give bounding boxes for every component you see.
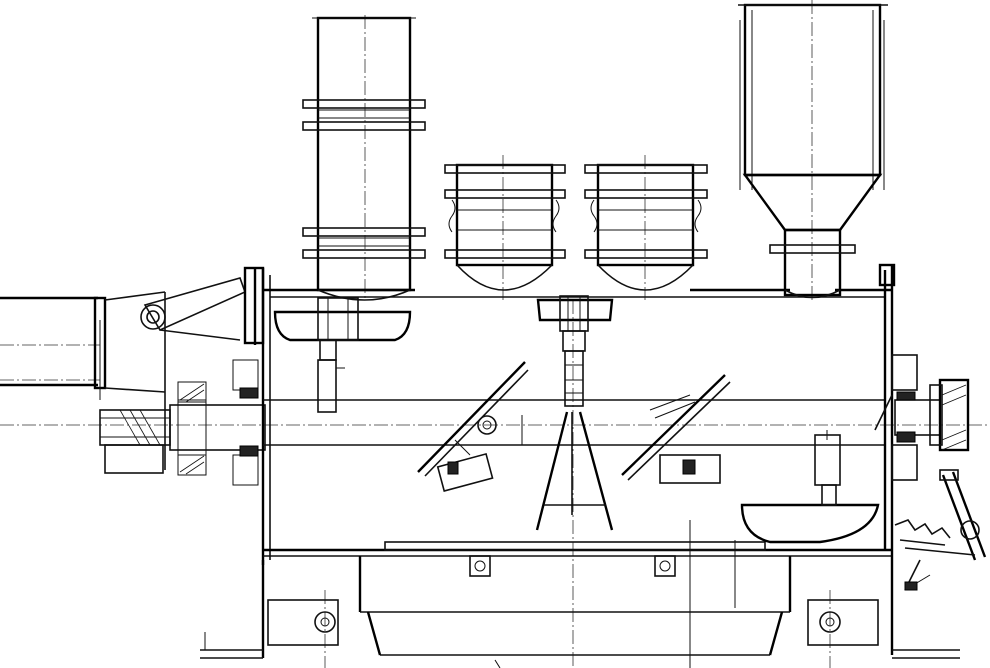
middle-right-inlet	[584, 163, 708, 291]
left-end-wall	[243, 266, 271, 565]
discharge-chute	[358, 520, 792, 668]
discharge-lever	[894, 469, 987, 591]
right-hopper	[738, 3, 888, 299]
left-drive-housing	[0, 277, 266, 486]
left-paddle	[417, 361, 529, 493]
center-agitator	[535, 295, 614, 531]
right-paddle	[621, 374, 731, 484]
left-deflector-plate	[273, 297, 412, 413]
mixer-body	[263, 263, 896, 560]
chimney-flanges	[302, 99, 426, 259]
right-bearing-assembly	[874, 354, 970, 481]
left-support-foot	[200, 560, 339, 659]
left-chimney	[302, 16, 426, 301]
middle-left-inlet	[444, 163, 566, 291]
leader-lines	[99, 320, 523, 668]
right-support-foot	[807, 560, 960, 659]
right-deflector-plate	[740, 430, 880, 544]
